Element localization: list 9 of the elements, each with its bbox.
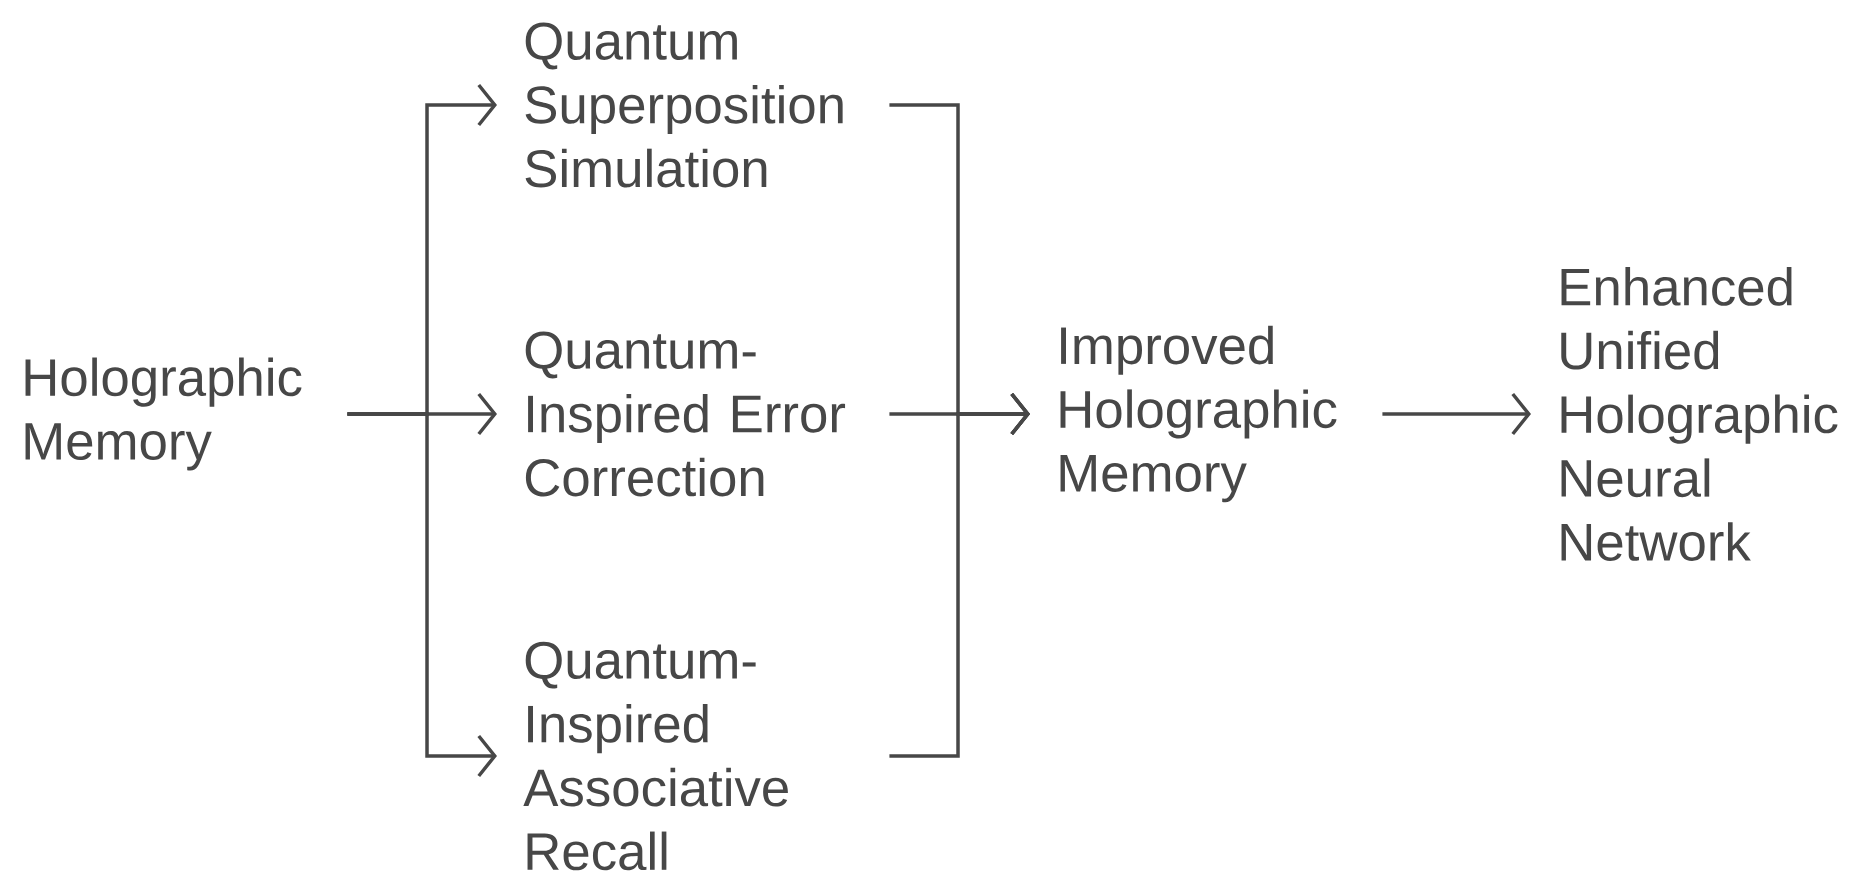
node-text: Enhanced Unified Holographic Neural Network — [1561, 267, 1838, 561]
node-text: Improved Holographic Memory — [1060, 325, 1337, 503]
node-text: Holographic Memory — [25, 357, 302, 471]
arrow — [889, 392, 1030, 758]
node-text: Quantum Superposition Simulation — [525, 22, 843, 188]
arrow — [1382, 392, 1531, 436]
arrow — [347, 412, 497, 778]
node-text: Quantum-Inspired Associative Recall — [523, 641, 788, 871]
node-text: Quantum-Inspired Error Correction — [525, 331, 846, 497]
